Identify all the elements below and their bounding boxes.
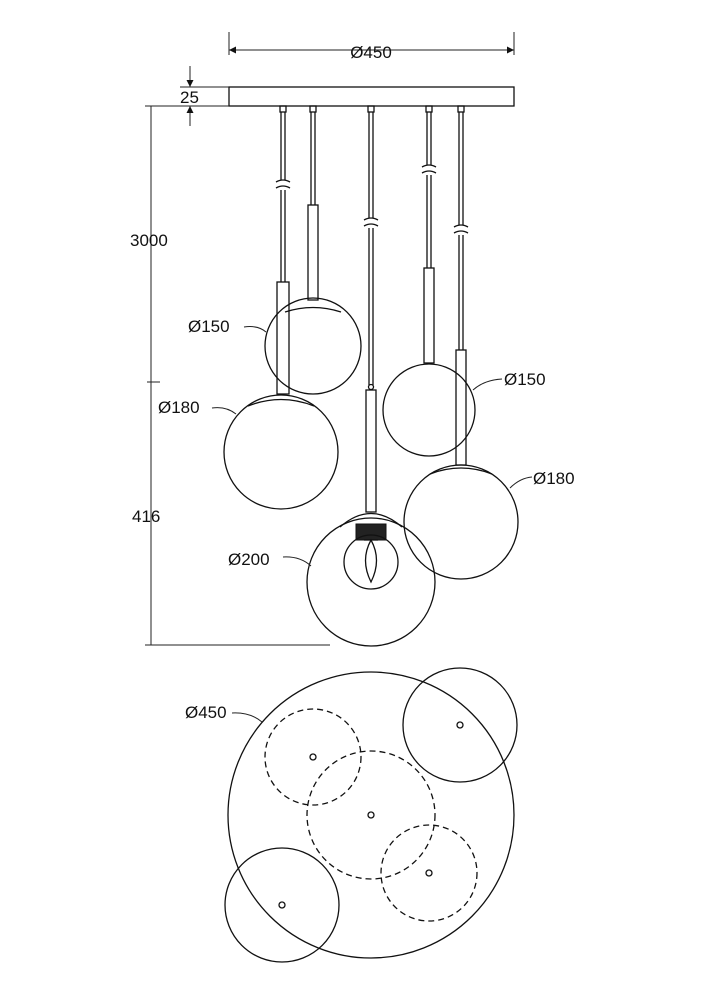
globe-small-left — [264, 297, 362, 395]
leader-medium-right: Ø180 — [509, 469, 575, 489]
top-view-canopy-outline — [227, 671, 515, 959]
pendant-cord-2 — [307, 105, 319, 301]
top-view-globe-lower-right — [380, 824, 478, 922]
ceiling-canopy — [228, 86, 515, 107]
canopy-diameter-label: Ø450 — [350, 43, 392, 62]
canopy-height-dimension: 25 — [145, 66, 229, 126]
cluster-height-label: 416 — [132, 507, 160, 526]
globe-large-label: Ø200 — [228, 550, 270, 569]
pendant-cord-3 — [363, 105, 379, 513]
top-view-globe-lower-left — [224, 847, 340, 963]
globe-medium-right-label: Ø180 — [533, 469, 575, 488]
leader-small-left: Ø150 — [188, 317, 267, 336]
globe-small-right-label: Ø150 — [504, 370, 546, 389]
canopy-width-dimension: Ø450 — [228, 32, 515, 62]
pendant-cord-5 — [453, 105, 469, 466]
globe-large-center — [306, 513, 436, 647]
top-view-globe-upper-left — [264, 708, 362, 806]
globe-small-right — [382, 363, 476, 457]
top-view: Ø450 — [185, 667, 518, 963]
leader-large-center: Ø200 — [228, 550, 312, 569]
top-view-diameter-label: Ø450 — [185, 703, 227, 722]
pendant-cord-1 — [275, 105, 291, 395]
top-view-globe-center — [306, 750, 436, 880]
leader-medium-left: Ø180 — [158, 398, 237, 417]
globe-small-left-label: Ø150 — [188, 317, 230, 336]
globe-medium-left — [223, 394, 339, 510]
canopy-height-label: 25 — [180, 88, 199, 107]
globe-medium-right — [403, 464, 519, 580]
top-view-globe-upper-right — [402, 667, 518, 783]
leader-small-right: Ø150 — [472, 370, 546, 391]
cluster-height-dimension: 416 — [132, 381, 160, 645]
globe-medium-left-label: Ø180 — [158, 398, 200, 417]
pendant-cord-4 — [421, 105, 437, 364]
max-length-label: 3000 — [130, 231, 168, 250]
